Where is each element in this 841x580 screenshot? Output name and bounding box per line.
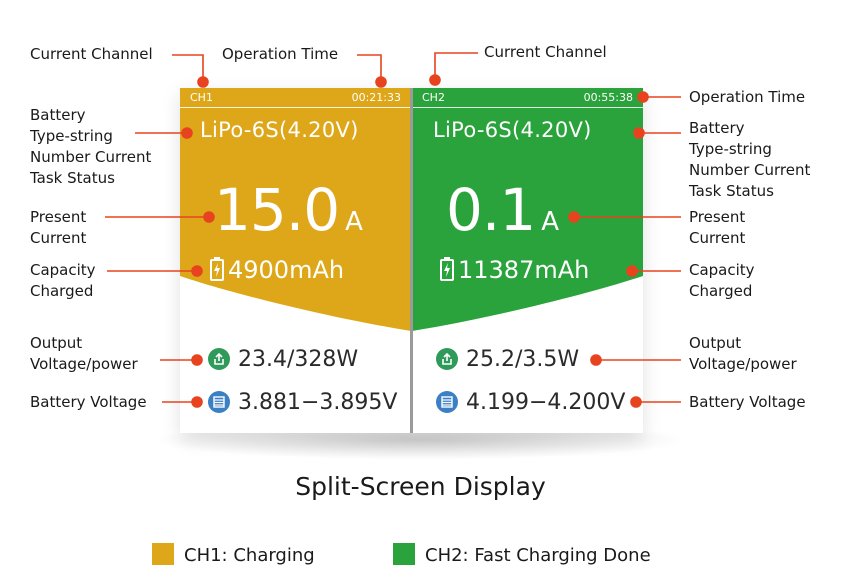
ch1-current-unit: A [345,207,363,237]
callout-ch2-battery-voltage: Battery Voltage [689,393,806,411]
callout-line: Number Current [689,161,811,179]
ch2-type-string: LiPo-6S(4.20V) [433,118,592,142]
legend-label-ch1: CH1: Charging [184,545,315,566]
callout-line: Type-string [689,140,772,158]
callout-line: Battery [689,119,745,137]
ch2-output-voltage-power: 25.2/3.5W [436,347,579,376]
ch1-battery-voltage-value: 3.881−3.895V [238,390,398,415]
callout-line: Present [689,208,746,226]
leader-dot-ch1-channel [197,76,209,88]
ch2-current-unit: A [541,207,560,237]
ch2-panel-background [412,88,643,331]
ch2-operation-time: 00:55:38 [583,91,633,104]
upload-icon [208,348,230,376]
ch1-output-value: 23.4/328W [238,347,359,372]
callout-line: Current [30,229,87,247]
channel-divider [410,88,413,433]
callout-ch2-current-channel: Current Channel [484,43,607,61]
ch1-channel-label: CH1 [190,91,213,104]
leader-ch1-channel [172,54,204,80]
callout-line: Capacity [689,261,755,279]
callout-line: Number Current [30,148,152,166]
upload-icon [436,348,458,376]
leader-dot-ch2-channel [429,74,441,86]
callout-ch1-battery-voltage: Battery Voltage [30,393,147,411]
ch1-battery-voltage: 3.881−3.895V [208,390,397,419]
legend-swatch-ch1 [152,543,174,565]
callout-line: Task Status [689,182,774,200]
ch1-panel-background [180,88,411,331]
callout-line: Output [689,334,742,352]
callout-line: Charged [30,282,94,300]
ch2-status-bar: CH2 00:55:38 [412,88,643,108]
callout-ch2-battery-type: Battery Type-string Number Current Task … [689,118,810,202]
legend-label-ch2: CH2: Fast Charging Done [425,545,651,566]
ch2-battery-voltage-value: 4.199−4.200V [466,390,626,415]
ch1-capacity-charged: 4900mAh [210,256,344,287]
callout-ch2-present-current: Present Current [689,207,745,249]
ch2-channel-label: CH2 [422,91,445,104]
ch1-capacity-value: 4900mAh [228,256,345,284]
ch2-current-value: 0.1 [446,176,536,244]
ch1-type-string: LiPo-6S(4.20V) [200,118,359,142]
callout-ch1-capacity: Capacity Charged [30,260,96,302]
leader-dot-ch1-time [375,76,387,88]
battery-cells-icon [436,391,458,419]
callout-ch1-output: Output Voltage/power [30,333,138,375]
callout-line: Present [30,208,87,226]
ch2-output-value: 25.2/3.5W [466,347,580,372]
callout-line: Voltage/power [30,355,138,373]
ch1-output-voltage-power: 23.4/328W [208,347,358,376]
legend-swatch-ch2 [393,543,415,565]
battery-cells-icon [208,391,230,419]
callout-line: Output [30,334,83,352]
battery-charging-icon [440,257,454,287]
ch2-capacity-value: 11387mAh [458,256,590,284]
callout-ch1-present-current: Present Current [30,207,86,249]
callout-ch1-current-channel: Current Channel [30,45,153,63]
battery-charging-icon [210,257,224,287]
callout-line: Voltage/power [689,355,797,373]
callout-line: Type-string [30,127,113,145]
callout-line: Task Status [30,169,115,187]
callout-ch2-output: Output Voltage/power [689,333,797,375]
callout-ch1-battery-type: Battery Type-string Number Current Task … [30,105,151,189]
leader-ch2-channel [434,52,478,78]
callout-line: Capacity [30,261,96,279]
callout-line: Current [689,229,746,247]
legend-item-ch2: CH2: Fast Charging Done [393,543,651,566]
callout-ch1-operation-time: Operation Time [222,45,339,63]
ch1-operation-time: 00:21:33 [351,91,401,104]
callout-line: Battery [30,106,86,124]
callout-line: Charged [689,282,753,300]
ch1-status-bar: CH1 00:21:33 [180,88,411,108]
ch2-capacity-charged: 11387mAh [440,256,589,287]
callout-ch2-capacity: Capacity Charged [689,260,755,302]
ch2-battery-voltage: 4.199−4.200V [436,390,625,419]
ch1-current-value: 15.0 [214,176,340,244]
callout-ch2-operation-time: Operation Time [689,88,806,106]
leader-ch1-time [357,54,382,80]
diagram-caption: Split-Screen Display [295,472,546,501]
legend-item-ch1: CH1: Charging [152,543,315,566]
